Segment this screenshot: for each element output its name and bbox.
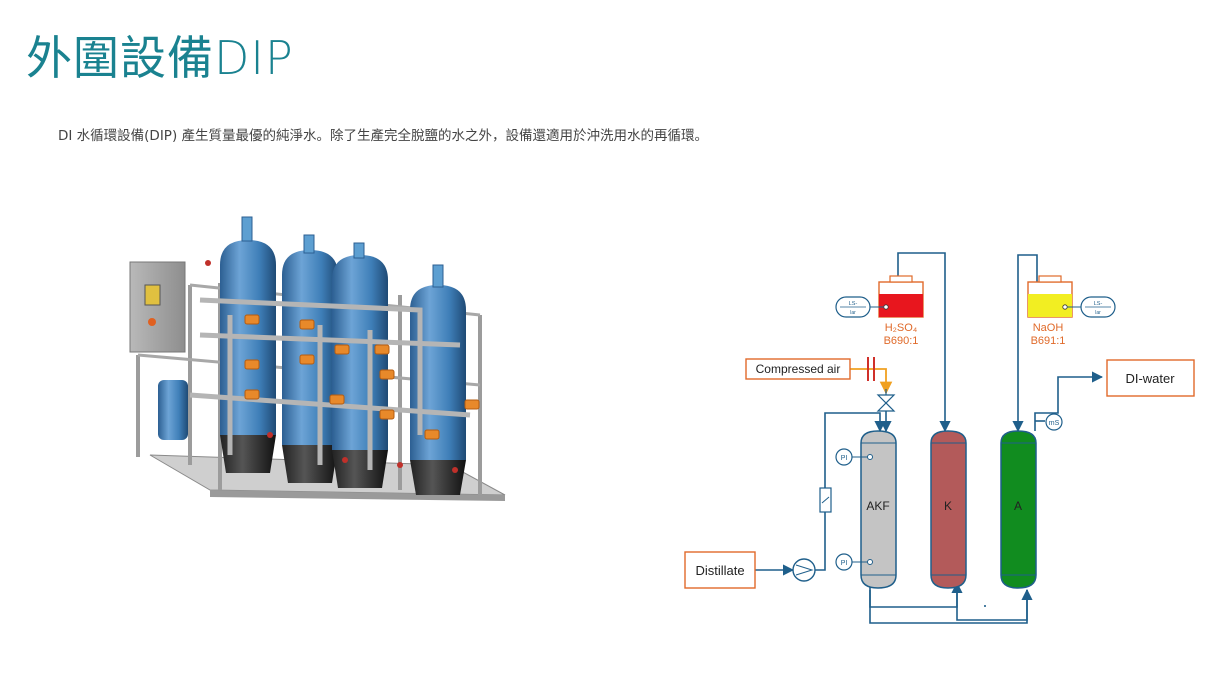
process-flow-diagram: AKF K A PI PI mS H₂SO₄ B690:1 LS- lar <box>684 252 1195 624</box>
page-title: 外圍設備DIP <box>26 31 294 85</box>
ls-label-acid: LS- <box>849 301 858 307</box>
conductivity-sensor: mS <box>1045 413 1063 431</box>
ls-label-base: LS- <box>1094 301 1103 307</box>
control-cabinet <box>129 261 186 353</box>
level-switch-acid: LS- lar <box>835 296 884 318</box>
vessels <box>220 240 466 495</box>
base-name: NaOH <box>1033 322 1064 334</box>
distillate-label: Distillate <box>695 563 744 578</box>
base-code: B691:1 <box>1031 335 1066 347</box>
ls-sub-base: lar <box>1095 310 1101 316</box>
acid-name: H₂SO₄ <box>885 322 918 334</box>
prefilter <box>158 380 188 440</box>
acid-tank <box>878 275 924 318</box>
column-k-label: K <box>944 499 952 513</box>
compressed-air-box: Compressed air <box>745 358 851 380</box>
distillate-box: Distillate <box>684 551 756 589</box>
di-water-box: DI-water <box>1106 359 1195 397</box>
di-water-label: DI-water <box>1125 371 1175 386</box>
column-k <box>930 430 967 589</box>
column-a <box>1000 430 1037 589</box>
air-valve <box>876 389 896 412</box>
feed-pump <box>792 558 816 582</box>
intro-text: DI 水循環設備(DIP) 產生質量最優的純淨水。除了生產完全脫鹽的水之外，設備… <box>58 128 709 144</box>
pi-label-bottom: PI <box>841 560 848 567</box>
base-tank <box>1027 275 1073 318</box>
column-akf-label: AKF <box>866 499 889 513</box>
pressure-indicator-top: PI <box>835 448 873 466</box>
column-akf <box>860 430 897 589</box>
level-switch-base: LS- lar <box>1067 296 1116 318</box>
dip-equipment-illustration <box>129 216 506 501</box>
ls-sub-acid: lar <box>850 310 856 316</box>
column-a-label: A <box>1014 499 1022 513</box>
conductivity-label: mS <box>1049 420 1060 427</box>
acid-code: B690:1 <box>884 335 919 347</box>
compressed-air-label: Compressed air <box>756 362 841 376</box>
pi-label-top: PI <box>841 455 848 462</box>
pressure-indicator-bottom: PI <box>835 553 873 571</box>
